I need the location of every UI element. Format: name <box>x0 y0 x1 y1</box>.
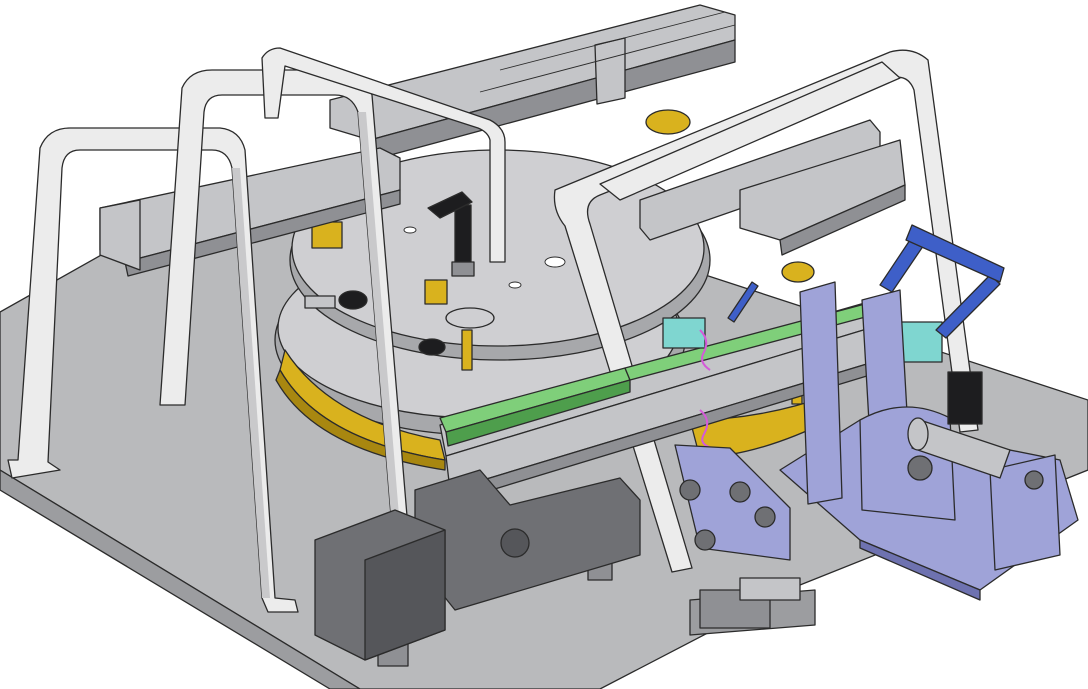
blue-side-station <box>779 224 1079 601</box>
pneumatic-cylinders <box>639 119 906 256</box>
motor-housing <box>314 469 641 661</box>
vertical-spindle <box>427 191 475 277</box>
yellow-gripper-stations <box>304 109 815 329</box>
green-guide-rails <box>439 299 885 503</box>
lower-roller-assembly <box>674 444 791 561</box>
top-linear-actuator <box>329 4 736 161</box>
cyan-gripper-heads <box>662 281 943 449</box>
white-portal-frames <box>7 47 979 613</box>
